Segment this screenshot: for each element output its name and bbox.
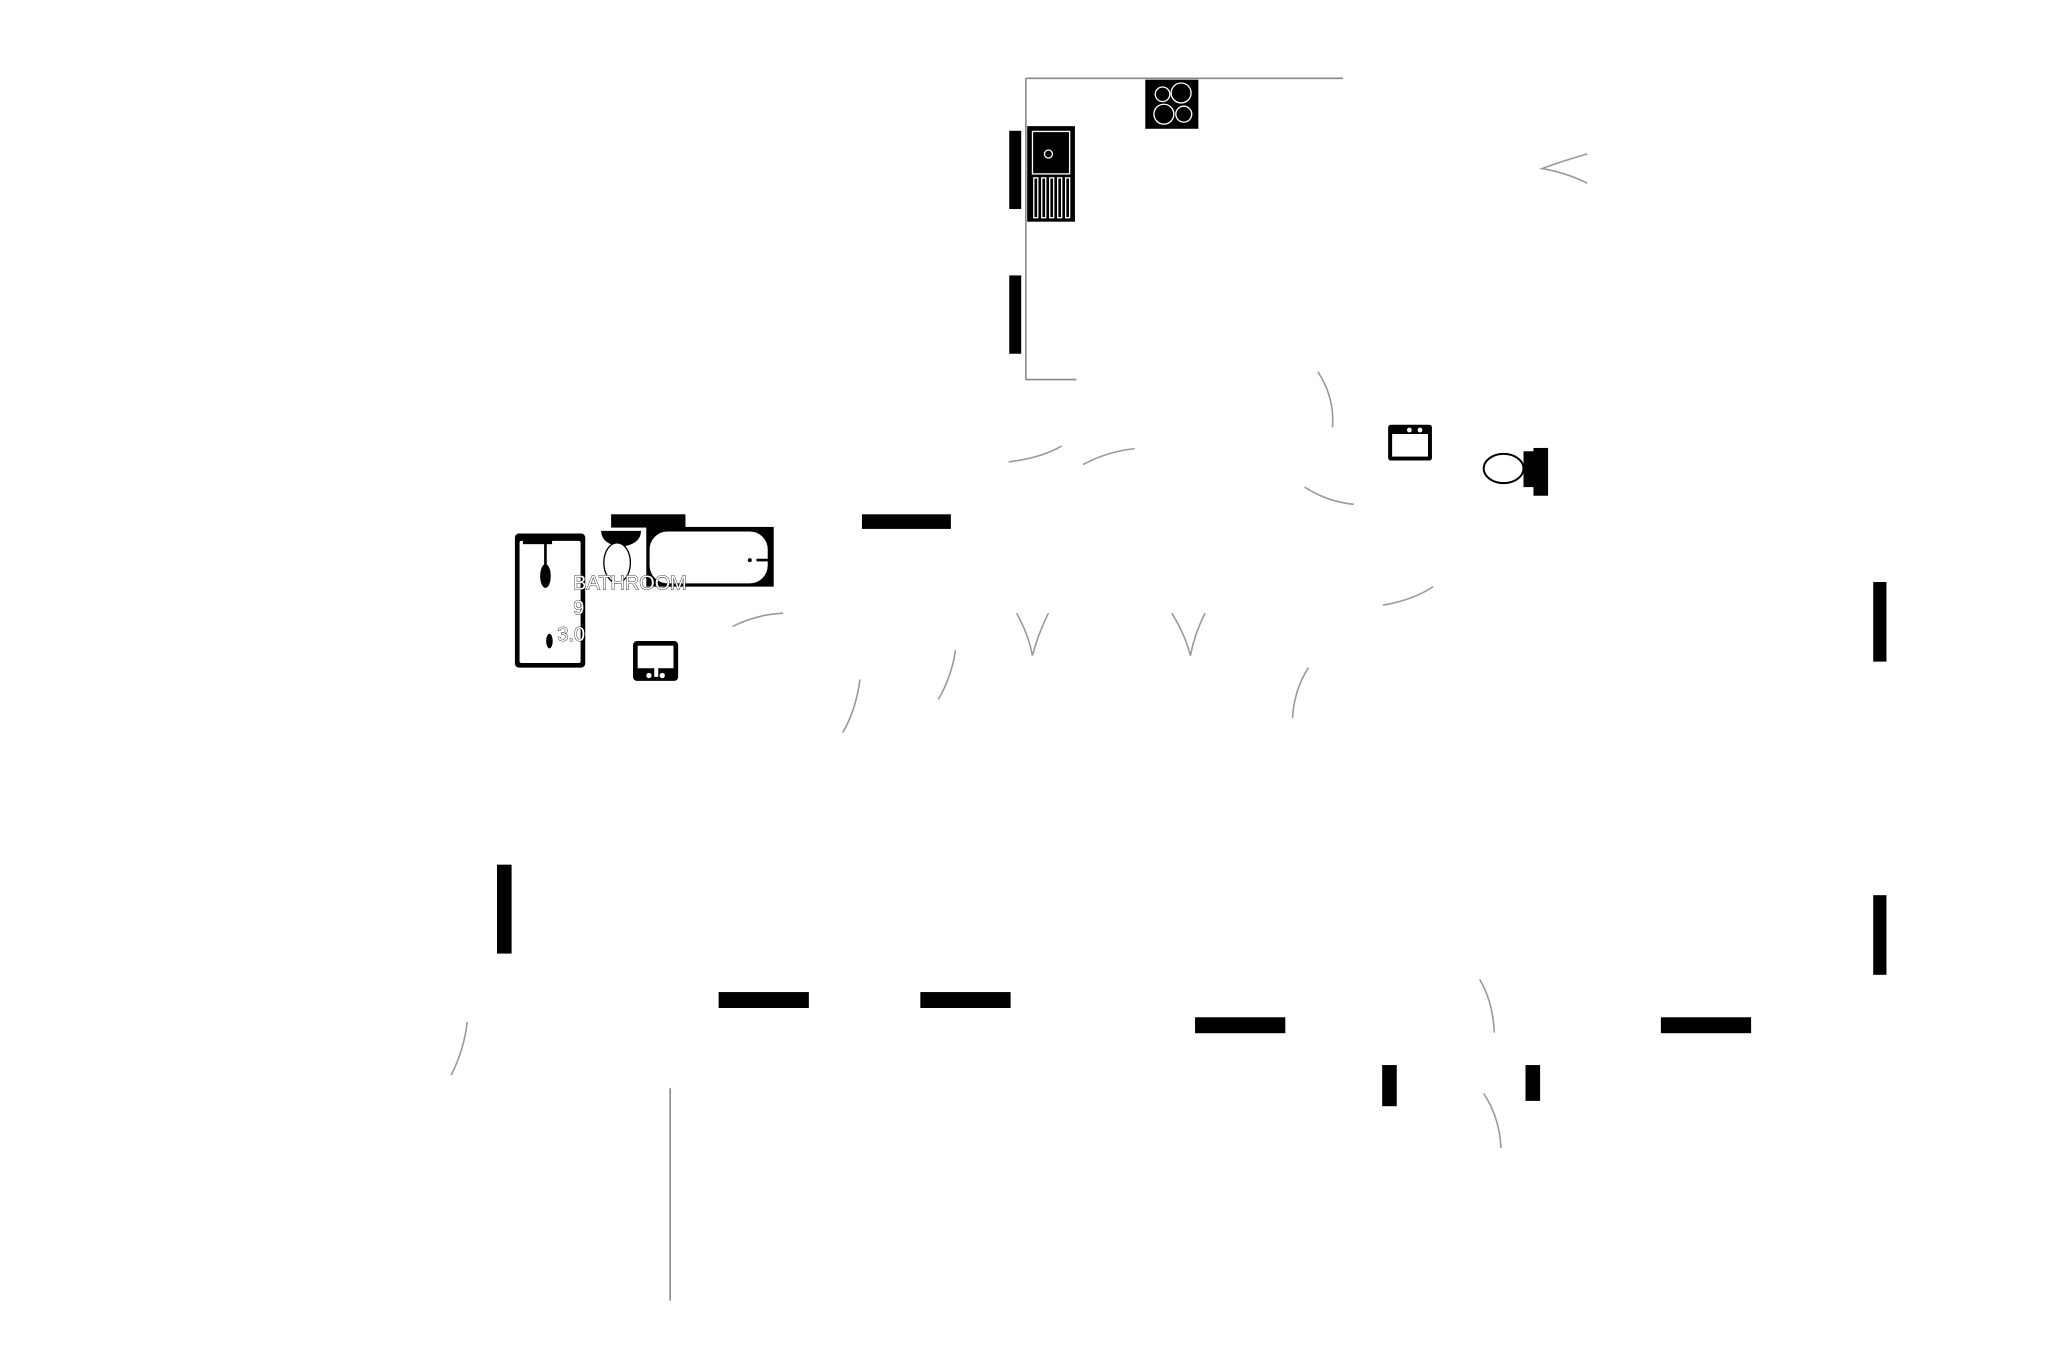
door-swing [937,650,957,700]
door-swing [450,1021,468,1076]
window [1007,274,1023,356]
toilet-icon [1482,451,1535,488]
door-swing [732,612,784,628]
door-swing [842,679,861,734]
window [1193,1015,1287,1035]
bathroom-label: BATHROOM 9 3.0 [557,572,687,647]
window [919,990,1012,1010]
door-swing [1382,585,1434,606]
door-swing [1015,612,1050,656]
window [1871,580,1888,663]
room-dimension: 9 [573,598,584,620]
basin-icon [633,641,679,681]
door-swing [1171,612,1206,656]
kitchen-sink-icon [1027,126,1075,222]
window-segments [495,129,1888,1108]
bath-icon [646,526,774,587]
hob-icon [1145,79,1199,129]
door-swing [1483,1093,1502,1149]
door-swing [1317,371,1334,428]
door-swing [1082,447,1135,466]
room-name: BATHROOM [573,572,686,594]
kitchen-walls [669,77,1344,1301]
window [1007,129,1023,211]
shower-icon [514,533,586,668]
window [1871,893,1888,977]
door-swing [1479,979,1496,1033]
window [1532,446,1550,498]
door-swings [450,153,1588,1149]
door-swing [1539,153,1588,184]
room-dimension: 3.0 [557,624,585,646]
window [1380,1063,1399,1108]
window [1524,1063,1542,1103]
window [860,512,953,531]
door-swing [1291,667,1310,719]
door-swing [1304,486,1354,506]
window [495,863,513,955]
window [1659,1015,1753,1035]
window [609,512,687,529]
door-swing [1008,445,1063,463]
window [717,990,811,1010]
toilet-icon [601,530,641,584]
basin-icon [1388,424,1432,461]
